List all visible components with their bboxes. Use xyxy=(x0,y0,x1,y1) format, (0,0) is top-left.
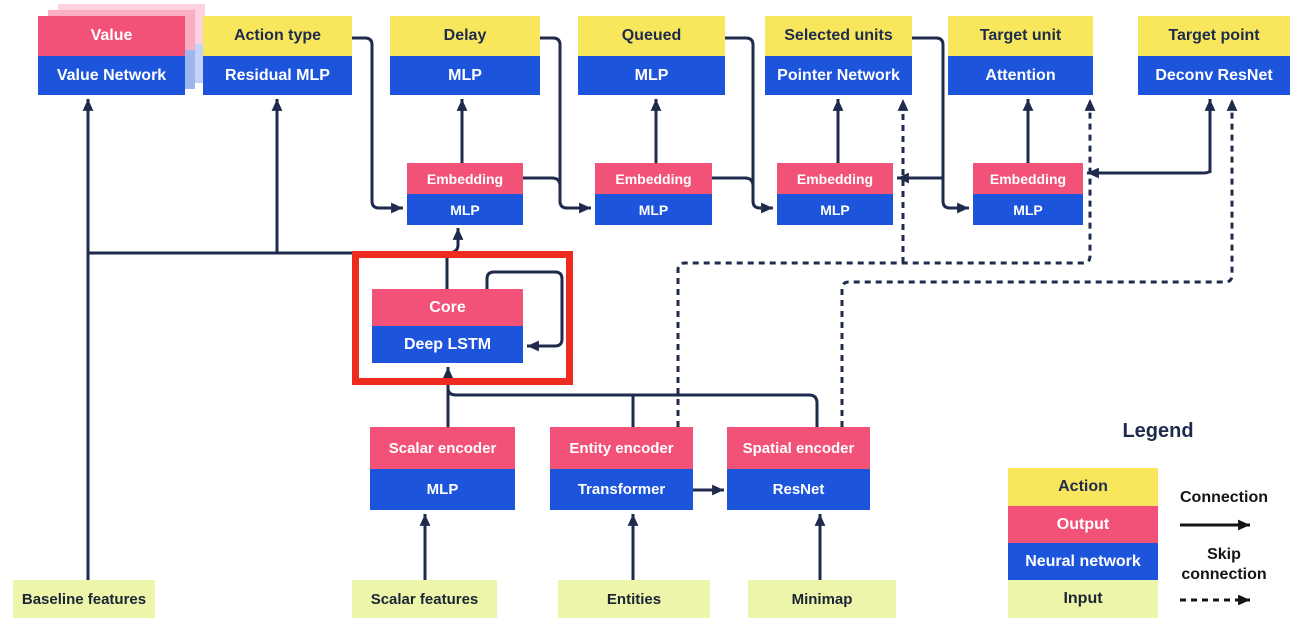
scalar-mlp-label: MLP xyxy=(370,469,515,510)
embedding-2-mlp-label: MLP xyxy=(595,194,712,225)
node-delay: Delay MLP xyxy=(390,16,540,95)
queued-label: Queued xyxy=(578,16,725,56)
skip-entity-to-attention xyxy=(676,99,1096,427)
legend-title: Legend xyxy=(1122,420,1194,442)
node-target-unit: Target unit Attention xyxy=(948,16,1093,95)
node-entity-encoder: Entity encoder Transformer xyxy=(550,427,693,510)
delay-mlp-label: MLP xyxy=(390,56,540,95)
node-embedding-4: Embedding MLP xyxy=(973,163,1083,225)
deconv-resnet-label: Deconv ResNet xyxy=(1138,56,1290,95)
node-value: Value Value Network xyxy=(38,16,185,95)
input-scalar-features: Scalar features xyxy=(352,580,497,618)
wire-core-to-embedding-1 xyxy=(446,228,464,255)
node-embedding-3: Embedding MLP xyxy=(777,163,893,225)
pointer-network-label: Pointer Network xyxy=(765,56,912,95)
embedding-1-mlp-label: MLP xyxy=(407,194,523,225)
value-output-label: Value xyxy=(38,16,185,56)
selected-units-label: Selected units xyxy=(765,16,912,56)
node-scalar-encoder: Scalar encoder MLP xyxy=(370,427,515,510)
legend-skip-connection-label: Skip connection xyxy=(1181,546,1267,583)
value-network-label: Value Network xyxy=(38,56,185,95)
wire-to-embedding4-right xyxy=(1087,167,1212,179)
node-target-point: Target point Deconv ResNet xyxy=(1138,16,1290,95)
legend-output-swatch: Output xyxy=(1008,506,1158,543)
core-highlight-rectangle xyxy=(352,251,573,385)
embedding-3-mlp-label: MLP xyxy=(777,194,893,225)
residual-mlp-label: Residual MLP xyxy=(203,56,352,95)
wire-embedding1-out xyxy=(523,176,562,187)
entity-encoder-label: Entity encoder xyxy=(550,427,693,469)
node-embedding-1: Embedding MLP xyxy=(407,163,523,225)
target-point-label: Target point xyxy=(1138,16,1290,56)
legend-network-swatch: Neural network xyxy=(1008,543,1158,580)
embedding-1-label: Embedding xyxy=(407,163,523,194)
node-queued: Queued MLP xyxy=(578,16,725,95)
action-type-label: Action type xyxy=(203,16,352,56)
delay-label: Delay xyxy=(390,16,540,56)
embedding-2-label: Embedding xyxy=(595,163,712,194)
node-embedding-2: Embedding MLP xyxy=(595,163,712,225)
queued-mlp-label: MLP xyxy=(578,56,725,95)
legend-connection-label: Connection xyxy=(1180,489,1268,506)
node-spatial-encoder: Spatial encoder ResNet xyxy=(727,427,870,510)
wire-encoder-merge xyxy=(446,387,819,427)
embedding-4-label: Embedding xyxy=(973,163,1083,194)
input-baseline-features: Baseline features xyxy=(13,580,155,618)
transformer-label: Transformer xyxy=(550,469,693,510)
input-minimap: Minimap xyxy=(748,580,896,618)
node-selected-units: Selected units Pointer Network xyxy=(765,16,912,95)
spatial-encoder-label: Spatial encoder xyxy=(727,427,870,469)
attention-label: Attention xyxy=(948,56,1093,95)
target-unit-label: Target unit xyxy=(948,16,1093,56)
wire-embedding2-out xyxy=(712,176,755,187)
embedding-3-label: Embedding xyxy=(777,163,893,194)
resnet-label: ResNet xyxy=(727,469,870,510)
skip-spatial-to-deconv xyxy=(840,99,1238,427)
legend-input-swatch: Input xyxy=(1008,580,1158,618)
input-entities: Entities xyxy=(558,580,710,618)
legend-action-swatch: Action xyxy=(1008,468,1158,506)
skip-connections xyxy=(676,99,1238,427)
embedding-4-mlp-label: MLP xyxy=(973,194,1083,225)
scalar-encoder-label: Scalar encoder xyxy=(370,427,515,469)
node-action-type: Action type Residual MLP xyxy=(203,16,352,95)
